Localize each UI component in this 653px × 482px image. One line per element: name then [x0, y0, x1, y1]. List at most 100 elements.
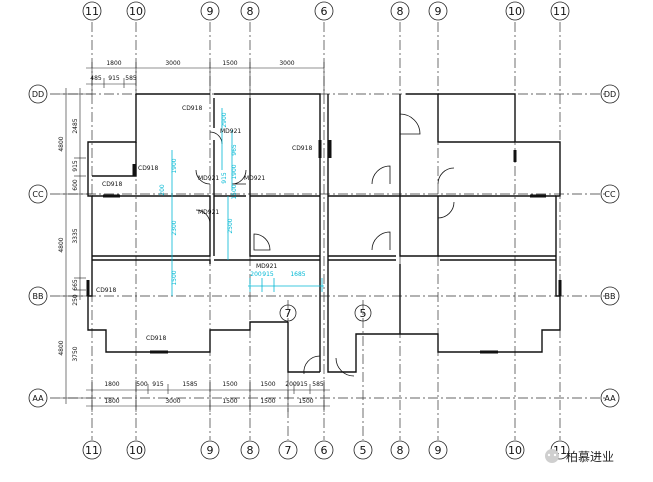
dim-top: 3000: [165, 60, 180, 67]
top-axis-bubbles: [82, 1, 570, 21]
axis-top-label: 10: [508, 5, 522, 18]
bottom-dimension-texts: 1800 500 915 1585 1500 1500 200 915 585 …: [104, 381, 324, 405]
axis-bottom-label: 9: [435, 444, 442, 457]
dim-left: 600: [72, 179, 79, 191]
axis-bottom-label: 11: [85, 444, 99, 457]
dim-bottom: 500: [136, 381, 148, 388]
axis-right-label: DD: [604, 90, 616, 99]
axis-bottom-label: 7: [285, 444, 292, 457]
axis-top-label: 11: [553, 5, 567, 18]
door-label: MD921: [198, 175, 219, 182]
axis-mid-label: 5: [360, 307, 367, 320]
axis-top-label: 10: [129, 5, 143, 18]
axis-left-label: AA: [32, 394, 44, 403]
axis-top-label: 6: [321, 5, 328, 18]
dim-bottom: 200: [285, 381, 297, 388]
dim-bottom: 1500: [298, 398, 313, 405]
door-label: MD921: [244, 175, 265, 182]
dim-bottom: 1500: [260, 381, 275, 388]
cyan-dim: 200: [159, 184, 166, 196]
top-dimension-texts: 1800 3000 1500 3000 485 915 585: [90, 60, 295, 82]
door-label: MD921: [220, 128, 241, 135]
cyan-dim: 2300: [171, 220, 178, 235]
cyan-dim: 1500: [171, 270, 178, 285]
cyan-dim: 1900: [231, 164, 238, 179]
side-axis-labels: DD CC BB AA DD CC BB AA: [32, 90, 616, 403]
dim-top-sub: 485: [90, 75, 102, 82]
axis-bottom-label: 8: [247, 444, 254, 457]
door-label: MD921: [198, 209, 219, 216]
watermark: 柏慕进业: [545, 449, 614, 464]
wechat-icon: [545, 449, 559, 463]
dim-top: 1800: [106, 60, 121, 67]
window-label: CD918: [102, 181, 122, 188]
cyan-dim: 1500: [231, 184, 238, 199]
dim-bottom: 1585: [182, 381, 197, 388]
window-label: CD918: [292, 145, 312, 152]
axis-bottom-label: 10: [508, 444, 522, 457]
dim-bottom: 3000: [165, 398, 180, 405]
axis-left-label: DD: [32, 90, 44, 99]
axis-top-label: 11: [85, 5, 99, 18]
dim-bottom: 915: [152, 381, 164, 388]
mid-axis-bubbles: [279, 304, 372, 322]
bottom-dimension-lines: [86, 380, 330, 412]
axis-bottom-label: 5: [360, 444, 367, 457]
cyan-dim: 1900: [171, 158, 178, 173]
cyan-dim: 2500: [227, 218, 234, 233]
walls-right-unit: [327, 93, 561, 373]
bottom-axis-labels: 11 10 9 8 7 6 5 8 9 10 11: [85, 444, 567, 457]
window-label: CD918: [146, 335, 166, 342]
dim-left: 3335: [72, 228, 79, 243]
top-axis-labels: 11 10 9 8 6 8 9 10 11: [85, 5, 567, 18]
axis-bottom-label: 10: [129, 444, 143, 457]
axis-top-label: 8: [397, 5, 404, 18]
cyan-dimension-lines: [171, 108, 324, 296]
window-label: CD918: [96, 287, 116, 294]
bottom-axis-bubbles: [82, 440, 570, 460]
axis-right-label: BB: [605, 292, 616, 301]
axis-top-label: 9: [207, 5, 214, 18]
dim-bottom: 1800: [104, 398, 119, 405]
dim-left: 665: [72, 279, 79, 291]
dim-top: 1500: [222, 60, 237, 67]
axis-right-label: AA: [604, 394, 616, 403]
dim-left: 4800: [58, 136, 65, 151]
side-axis-bubbles: [28, 84, 620, 408]
dim-left: 2485: [72, 118, 79, 133]
axis-bottom-label: 6: [321, 444, 328, 457]
dim-bottom: 1500: [222, 398, 237, 405]
axis-left-label: CC: [32, 190, 44, 199]
window-label: CD918: [182, 105, 202, 112]
dim-top-sub: 915: [108, 75, 120, 82]
dim-top: 3000: [279, 60, 294, 67]
left-dimension-texts: 4800 2485 600 915 4800 3335 665 250 4800…: [58, 118, 79, 361]
axis-right-label: CC: [604, 190, 616, 199]
dim-left: 250: [72, 294, 79, 306]
dim-bottom: 585: [312, 381, 324, 388]
dim-bottom: 1500: [222, 381, 237, 388]
cyan-dim: 200: [250, 271, 262, 278]
dim-left: 3750: [72, 346, 79, 361]
cyan-dim: 2900: [221, 112, 228, 127]
dim-bottom: 1500: [260, 398, 275, 405]
watermark-text: 柏慕进业: [566, 449, 614, 464]
axis-mid-label: 7: [285, 307, 292, 320]
door-label: MD921: [256, 263, 277, 270]
axis-top-label: 8: [247, 5, 254, 18]
vertical-grid-lines: [91, 22, 561, 440]
element-code-labels: CD918 MD921 CD918 CD918 MD921 CD918 MD92…: [96, 105, 312, 342]
dim-left: 4800: [58, 237, 65, 252]
dim-bottom: 1800: [104, 381, 119, 388]
dim-left: 915: [72, 160, 79, 172]
axis-bottom-label: 8: [397, 444, 404, 457]
dim-top-sub: 585: [125, 75, 137, 82]
cyan-dim: 965: [231, 144, 238, 156]
axis-bottom-label: 9: [207, 444, 214, 457]
axis-top-label: 9: [435, 5, 442, 18]
cyan-dim: 1685: [290, 271, 305, 278]
cyan-dim: 915: [262, 271, 274, 278]
walls-left-unit: [87, 93, 321, 373]
top-dimension-lines: [86, 62, 325, 94]
